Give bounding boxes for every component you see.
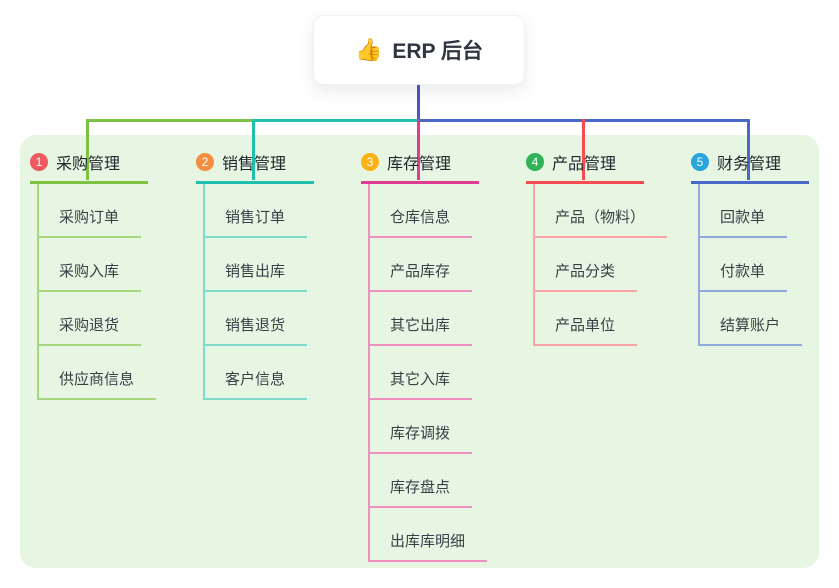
branch-4-number-badge: 4 bbox=[526, 153, 544, 171]
branch-5-label: 财务管理 bbox=[717, 156, 782, 173]
branch-finance: 5 财务管理 回款单 付款单 结算账户 bbox=[691, 150, 809, 346]
child-node[interactable]: 仓库信息 bbox=[370, 184, 473, 238]
branch-2-label: 销售管理 bbox=[222, 156, 287, 173]
child-node[interactable]: 销售订单 bbox=[205, 184, 308, 238]
thumbs-up-icon: 👍 bbox=[354, 37, 383, 62]
branch-1-label: 采购管理 bbox=[56, 156, 121, 173]
child-node[interactable]: 销售出库 bbox=[205, 238, 308, 292]
branch-3-header[interactable]: 3 库存管理 bbox=[361, 150, 479, 184]
branch-2-number-badge: 2 bbox=[196, 153, 214, 171]
branch-3-label: 库存管理 bbox=[387, 156, 452, 173]
branch-4-label: 产品管理 bbox=[552, 156, 617, 173]
child-node[interactable]: 客户信息 bbox=[205, 346, 308, 400]
connector-segment-green bbox=[86, 119, 253, 122]
branch-5-children: 回款单 付款单 结算账户 bbox=[698, 184, 803, 346]
child-node[interactable]: 出库库明细 bbox=[370, 508, 488, 562]
branch-3-drop-line bbox=[417, 119, 420, 180]
branch-2-children: 销售订单 销售出库 销售退货 客户信息 bbox=[203, 184, 308, 400]
child-node[interactable]: 回款单 bbox=[700, 184, 788, 238]
child-node[interactable]: 采购入库 bbox=[39, 238, 142, 292]
branch-4-drop-line bbox=[582, 119, 585, 180]
child-node[interactable]: 付款单 bbox=[700, 238, 788, 292]
branch-1-header[interactable]: 1 采购管理 bbox=[30, 150, 148, 184]
child-node[interactable]: 库存调拨 bbox=[370, 400, 473, 454]
branch-5-header[interactable]: 5 财务管理 bbox=[691, 150, 809, 184]
child-node[interactable]: 产品库存 bbox=[370, 238, 473, 292]
child-node[interactable]: 供应商信息 bbox=[39, 346, 157, 400]
branch-3-number-badge: 3 bbox=[361, 153, 379, 171]
branch-inventory: 3 库存管理 仓库信息 产品库存 其它出库 其它入库 库存调拨 库存盘点 出库库… bbox=[361, 150, 488, 562]
child-node[interactable]: 其它入库 bbox=[370, 346, 473, 400]
branch-purchase: 1 采购管理 采购订单 采购入库 采购退货 供应商信息 bbox=[30, 150, 157, 400]
connector-segment-teal bbox=[252, 119, 419, 122]
branch-product: 4 产品管理 产品（物料） 产品分类 产品单位 bbox=[526, 150, 668, 346]
branch-5-number-badge: 5 bbox=[691, 153, 709, 171]
branch-3-children: 仓库信息 产品库存 其它出库 其它入库 库存调拨 库存盘点 出库库明细 bbox=[368, 184, 488, 562]
child-node[interactable]: 产品分类 bbox=[535, 238, 638, 292]
child-node[interactable]: 结算账户 bbox=[700, 292, 803, 346]
branch-2-header[interactable]: 2 销售管理 bbox=[196, 150, 314, 184]
branch-5-drop-line bbox=[747, 119, 750, 180]
branch-1-children: 采购订单 采购入库 采购退货 供应商信息 bbox=[37, 184, 157, 400]
branch-4-children: 产品（物料） 产品分类 产品单位 bbox=[533, 184, 668, 346]
branch-sales: 2 销售管理 销售订单 销售出库 销售退货 客户信息 bbox=[196, 150, 314, 400]
child-node[interactable]: 其它出库 bbox=[370, 292, 473, 346]
child-node[interactable]: 产品单位 bbox=[535, 292, 638, 346]
root-connector-line bbox=[417, 83, 420, 121]
child-node[interactable]: 采购退货 bbox=[39, 292, 142, 346]
child-node[interactable]: 库存盘点 bbox=[370, 454, 473, 508]
root-node[interactable]: 👍 ERP 后台 bbox=[313, 15, 525, 85]
child-node[interactable]: 销售退货 bbox=[205, 292, 308, 346]
branch-4-header[interactable]: 4 产品管理 bbox=[526, 150, 644, 184]
branches-background-panel bbox=[20, 135, 819, 568]
child-node[interactable]: 产品（物料） bbox=[535, 184, 668, 238]
root-node-title: ERP 后台 bbox=[392, 40, 484, 63]
branch-2-drop-line bbox=[252, 119, 255, 180]
branch-1-drop-line bbox=[86, 119, 89, 180]
child-node[interactable]: 采购订单 bbox=[39, 184, 142, 238]
branch-1-number-badge: 1 bbox=[30, 153, 48, 171]
